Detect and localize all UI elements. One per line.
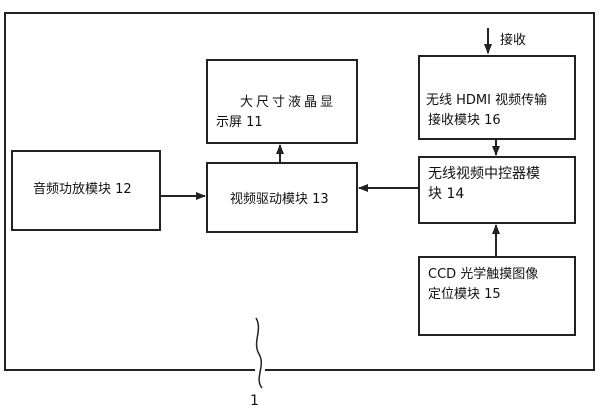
ccd-touch-label-line1: CCD 光学触摸图像 <box>428 267 539 282</box>
receive-input-label: 接收 <box>500 33 527 48</box>
audio-amplifier-block: 音频功放模块 12 <box>11 150 161 231</box>
video-driver-block: 视频驱动模块 13 <box>206 162 358 233</box>
video-controller-label-line1: 无线视频中控器模 <box>428 166 540 182</box>
lcd-display-label-line2: 示屏 11 <box>216 115 263 130</box>
ccd-touch-positioning-block: CCD 光学触摸图像 定位模块 15 <box>418 256 576 336</box>
wireless-video-controller-block: 无线视频中控器模 块 14 <box>418 156 576 224</box>
lcd-display-block: 大尺寸液晶显 示屏 11 <box>206 59 358 144</box>
reference-leader-line <box>255 317 263 389</box>
outer-frame <box>4 12 595 371</box>
wireless-hdmi-receiver-block: 无线 HDMI 视频传输 接收模块 16 <box>418 55 576 140</box>
ccd-touch-label-line2: 定位模块 15 <box>428 287 501 302</box>
hdmi-receiver-label-line2: 接收模块 16 <box>428 113 501 128</box>
lcd-display-label-line1: 大尺寸液晶显 <box>240 95 337 110</box>
hdmi-receiver-label-line1: 无线 HDMI 视频传输 <box>426 93 548 108</box>
video-controller-label-line2: 块 14 <box>428 186 465 202</box>
audio-amp-label: 音频功放模块 12 <box>33 182 132 197</box>
video-driver-label: 视频驱动模块 13 <box>230 192 329 207</box>
outer-frame-reference-number: 1 <box>250 393 259 409</box>
